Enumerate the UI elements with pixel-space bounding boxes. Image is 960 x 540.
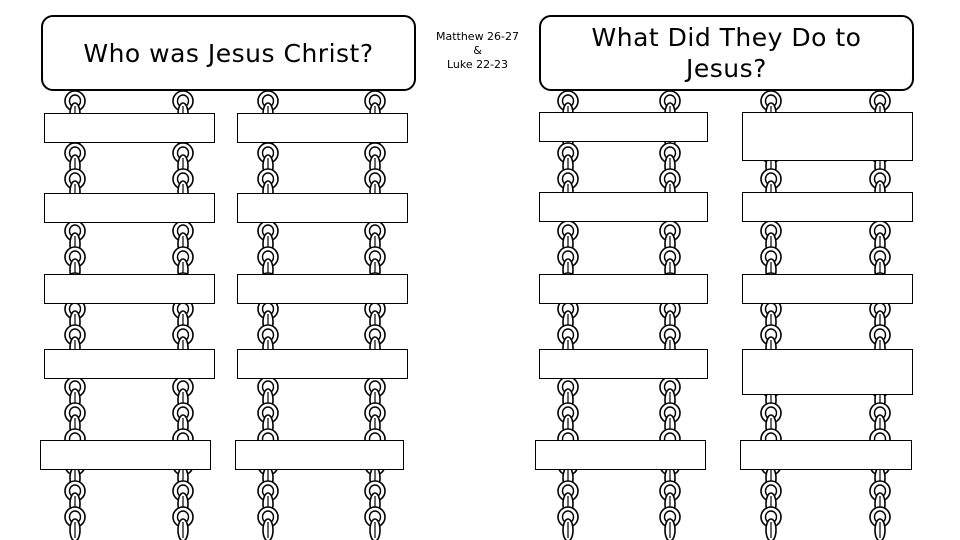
left-title: Who was Jesus Christ? bbox=[83, 38, 374, 68]
answer-box[interactable] bbox=[237, 113, 408, 143]
answer-box[interactable] bbox=[742, 349, 913, 395]
answer-box[interactable] bbox=[539, 192, 708, 222]
answer-box[interactable] bbox=[40, 440, 211, 470]
answer-box[interactable] bbox=[535, 440, 706, 470]
reference-line-3: Luke 22-23 bbox=[446, 58, 509, 71]
chain-column bbox=[364, 90, 386, 540]
answer-box[interactable] bbox=[742, 112, 913, 161]
chain-column bbox=[172, 90, 194, 540]
answer-box[interactable] bbox=[539, 274, 708, 304]
answer-box[interactable] bbox=[539, 112, 708, 142]
chain-column bbox=[257, 90, 279, 540]
answer-box[interactable] bbox=[742, 192, 913, 222]
answer-box[interactable] bbox=[237, 349, 408, 379]
answer-box[interactable] bbox=[539, 349, 708, 379]
chain-column bbox=[557, 90, 579, 540]
chain-column bbox=[64, 90, 86, 540]
answer-box[interactable] bbox=[235, 440, 404, 470]
chain-column bbox=[659, 90, 681, 540]
answer-box[interactable] bbox=[742, 274, 913, 304]
answer-box[interactable] bbox=[740, 440, 912, 470]
answer-box[interactable] bbox=[237, 193, 408, 223]
reference-line-2: & bbox=[473, 44, 482, 57]
left-title-banner: Who was Jesus Christ? bbox=[41, 15, 416, 91]
answer-box[interactable] bbox=[44, 193, 215, 223]
answer-box[interactable] bbox=[44, 113, 215, 143]
reference-line-1: Matthew 26-27 bbox=[435, 30, 520, 43]
answer-box[interactable] bbox=[44, 349, 215, 379]
answer-box[interactable] bbox=[237, 274, 408, 304]
scripture-reference: Matthew 26-27 & Luke 22-23 bbox=[425, 30, 530, 72]
right-title: What Did They Do to Jesus? bbox=[591, 23, 862, 83]
right-title-banner: What Did They Do to Jesus? bbox=[539, 15, 914, 91]
answer-box[interactable] bbox=[44, 274, 215, 304]
